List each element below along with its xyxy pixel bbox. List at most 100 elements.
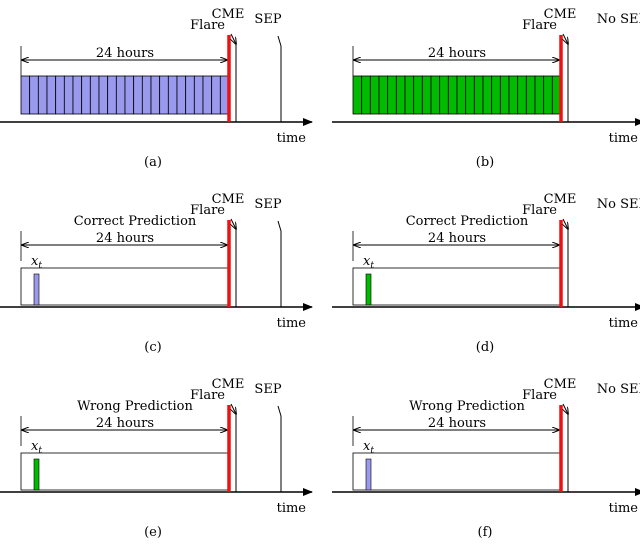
panel-caption: (a) [144,155,162,170]
window-slice [115,75,126,115]
window-slice [202,75,213,115]
window-slice [55,75,65,115]
window-slice [150,75,161,115]
time-axis-label: time [609,131,639,146]
window-slice [439,75,449,115]
flare-label: Flare [522,388,557,403]
cme-label: CME [544,7,577,22]
window-slice [185,75,195,115]
cme-arrow [563,403,568,414]
panel-caption: (e) [144,525,162,540]
cme-label: CME [212,377,245,392]
window-duration-label: 24 hours [428,46,486,61]
window-slice [473,75,484,115]
flare-label: Flare [190,388,225,403]
cme-label: CME [212,192,245,207]
window-slice [404,75,415,115]
window-slice [63,75,74,115]
sample-bar [33,458,40,491]
window-slice [46,75,57,115]
time-axis-label: time [277,501,307,516]
time-axis-label: time [609,316,639,331]
panel-caption: (d) [476,340,494,355]
flare-label: Flare [522,203,557,218]
panel-caption: (f) [478,525,493,540]
window-slice [387,75,397,115]
sep-label: SEP [254,382,281,397]
window-slice [352,75,363,115]
window-duration-label: 24 hours [96,231,154,246]
window-slice [20,75,31,115]
window-slice [81,75,91,115]
window-slice [167,75,178,115]
sep-label: SEP [254,12,281,27]
window-slice [543,75,553,115]
prediction-label: Correct Prediction [406,214,529,229]
window-slice [517,75,527,115]
no-sep-label: No SEP [597,382,640,397]
window-duration-label: 24 hours [428,231,486,246]
window-slice [395,75,406,115]
prediction-label: Wrong Prediction [77,399,193,414]
window-duration-label: 24 hours [428,416,486,431]
cme-arrow [563,33,568,44]
sample-label: xt [363,254,374,271]
window-slice [499,75,510,115]
window-slice [176,75,187,115]
window-slice [98,75,109,115]
window-slice [89,75,100,115]
cme-arrow [231,33,236,44]
window-slice [413,75,423,115]
window-duration-label: 24 hours [96,416,154,431]
sep-label: SEP [254,197,281,212]
window-slice [29,75,39,115]
prediction-label: Correct Prediction [74,214,197,229]
panel-caption: (c) [144,340,161,355]
window-slice [124,75,135,115]
sample-bar [365,273,372,306]
window-slice [525,75,536,115]
window-slice [447,75,458,115]
observation-window-box [20,452,230,491]
cme-arrow [231,218,236,229]
cme-arrow [563,218,568,229]
observation-window-box [20,267,230,306]
window-slice [534,75,545,115]
window-slice [430,75,441,115]
window-slice [211,75,221,115]
sep-arrow [277,405,282,417]
sample-bar [365,458,372,491]
panel-c: xt 24 hours Correct Prediction time FlareCME… [0,192,313,355]
window-slice [421,75,432,115]
observation-window-box [352,452,562,491]
sep-arrow [277,35,282,47]
cme-label: CME [212,7,245,22]
window-slice [508,75,519,115]
window-duration-label: 24 hours [96,46,154,61]
time-axis-label: time [277,316,307,331]
flare-label: Flare [190,203,225,218]
sep-arrow [277,220,282,232]
panel-caption: (b) [476,155,494,170]
no-sep-label: No SEP [597,12,640,27]
no-sep-label: No SEP [597,197,640,212]
observation-window-box [352,267,562,306]
time-axis-label: time [609,501,639,516]
window-slice [378,75,389,115]
cme-label: CME [544,377,577,392]
window-slice [133,75,143,115]
window-slice [37,75,48,115]
cme-arrow [231,403,236,414]
window-slice [491,75,501,115]
sample-label: xt [31,254,42,271]
window-slice [159,75,169,115]
window-slice [369,75,380,115]
window-slice [193,75,204,115]
window-slice [361,75,371,115]
prediction-label: Wrong Prediction [409,399,525,414]
